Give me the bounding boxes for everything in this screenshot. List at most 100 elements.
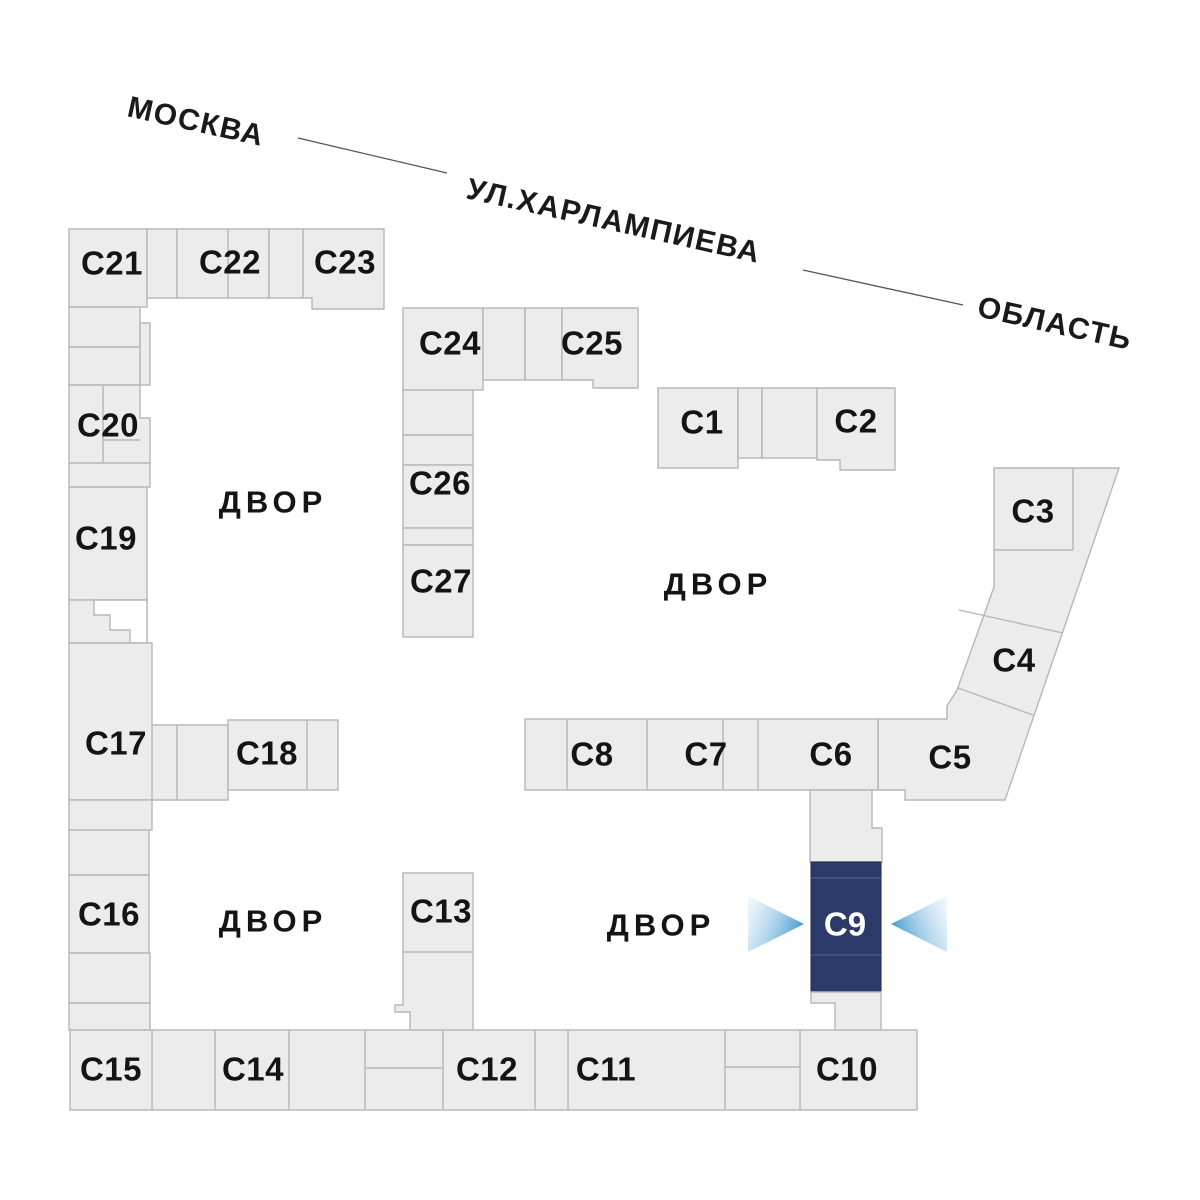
building-shape: [68, 228, 148, 308]
building-label: С19: [75, 520, 137, 557]
building-shape: [524, 718, 879, 791]
building-section[interactable]: [68, 952, 151, 1004]
building-row-c8-c7-c6[interactable]: С8 С7 С6: [524, 718, 883, 863]
building-shape: [816, 387, 896, 471]
courtyard-label: ДВОР: [219, 485, 328, 520]
street-region-label: ОБЛАСТЬ: [974, 291, 1135, 357]
stair-notch: [93, 599, 148, 644]
building-shape: [809, 789, 883, 863]
street-line: [802, 269, 964, 306]
building-shape: [68, 874, 150, 954]
building-label: С18: [236, 735, 298, 772]
building-c23[interactable]: С23: [302, 228, 385, 310]
building-section[interactable]: [402, 389, 474, 436]
section-divider: [811, 877, 881, 956]
building-strip-c3-c4-c5[interactable]: С3 С4 С5: [877, 467, 1120, 801]
selected-arrow-right-icon: [891, 896, 947, 952]
building-section[interactable]: [810, 991, 882, 1034]
building-section[interactable]: [524, 307, 563, 381]
building-section[interactable]: [68, 306, 141, 348]
building-label: С15: [80, 1051, 142, 1088]
building-label: С25: [561, 325, 623, 362]
building-label: С16: [78, 896, 140, 933]
building-section[interactable]: [482, 307, 526, 381]
building-shape: [68, 486, 148, 601]
building-label: С17: [85, 725, 147, 762]
section-divider: [957, 468, 1074, 716]
building-label: С3: [1011, 493, 1054, 530]
building-label: С11: [576, 1051, 636, 1088]
building-label: С7: [684, 736, 727, 773]
building-section[interactable]: [68, 829, 150, 876]
section-divider: [102, 385, 140, 463]
street-name-label: УЛ.ХАРЛАМПИЕВА: [463, 173, 763, 270]
building-label: С8: [570, 736, 613, 773]
building-shape: [176, 228, 270, 299]
building-label: С6: [809, 736, 852, 773]
building-row-bottom[interactable]: С15 С14 С12 С11 С10: [69, 1029, 918, 1111]
building-label: С23: [314, 244, 376, 281]
building-c25[interactable]: С25: [561, 307, 639, 389]
building-section[interactable]: [402, 434, 474, 466]
building-shape: [402, 307, 484, 391]
building-section[interactable]: [68, 799, 153, 831]
building-label: С12: [456, 1051, 518, 1088]
building-c1[interactable]: С1: [657, 387, 739, 469]
building-c22[interactable]: С22: [176, 228, 270, 299]
building-label: С5: [928, 739, 971, 776]
building-c2[interactable]: С2: [816, 387, 896, 471]
building-c24[interactable]: С24: [402, 307, 484, 391]
building-shape: [402, 544, 474, 638]
building-section[interactable]: [402, 527, 474, 546]
building-section[interactable]: [737, 387, 763, 459]
courtyard-label: ДВОР: [664, 567, 773, 602]
building-section-stairs[interactable]: [68, 599, 148, 644]
building-c9-selected[interactable]: С9: [810, 861, 882, 993]
building-c27[interactable]: С27: [402, 544, 474, 638]
building-shape: [810, 861, 882, 993]
building-label: С24: [419, 325, 481, 362]
building-c18[interactable]: С18: [227, 719, 339, 791]
building-section[interactable]: [146, 228, 178, 299]
selected-arrow-left-icon: [748, 896, 804, 952]
building-shape: [657, 387, 739, 469]
building-shape: [561, 307, 639, 389]
building-section[interactable]: [139, 322, 151, 386]
building-label: С10: [816, 1051, 878, 1088]
building-label: С27: [410, 563, 472, 600]
building-shape: [68, 642, 229, 801]
street-city-label: МОСКВА: [124, 91, 267, 153]
building-label: С1: [680, 404, 723, 441]
building-section[interactable]: [68, 1002, 151, 1031]
building-section[interactable]: [761, 387, 818, 459]
building-section[interactable]: [68, 462, 151, 488]
building-c26[interactable]: С26: [402, 464, 474, 529]
building-shape: [227, 719, 339, 791]
building-c20[interactable]: С20: [68, 384, 151, 464]
building-shape: [402, 464, 474, 529]
building-label: С13: [410, 893, 472, 930]
building-label: С9: [824, 906, 866, 943]
building-section[interactable]: [68, 346, 141, 386]
courtyard-label: ДВОР: [219, 904, 328, 939]
building-shape: [302, 228, 385, 310]
building-shape: [69, 1029, 918, 1111]
building-c17[interactable]: С17: [68, 642, 229, 801]
building-label: С4: [992, 642, 1035, 679]
building-c19[interactable]: С19: [68, 486, 148, 601]
section-divider: [151, 1030, 801, 1110]
building-section[interactable]: [268, 228, 304, 299]
building-shape: [877, 467, 1120, 801]
building-label: С20: [77, 407, 139, 444]
building-label: С21: [81, 245, 143, 282]
building-label: С14: [222, 1051, 284, 1088]
building-label: С2: [834, 403, 877, 440]
building-label: С26: [409, 465, 471, 502]
section-divider: [566, 719, 759, 790]
building-c21[interactable]: С21: [68, 228, 148, 308]
building-c16[interactable]: С16: [68, 874, 150, 954]
building-c13[interactable]: С13: [394, 872, 474, 1032]
courtyard-label: ДВОР: [607, 908, 716, 943]
section-divider: [151, 725, 178, 800]
